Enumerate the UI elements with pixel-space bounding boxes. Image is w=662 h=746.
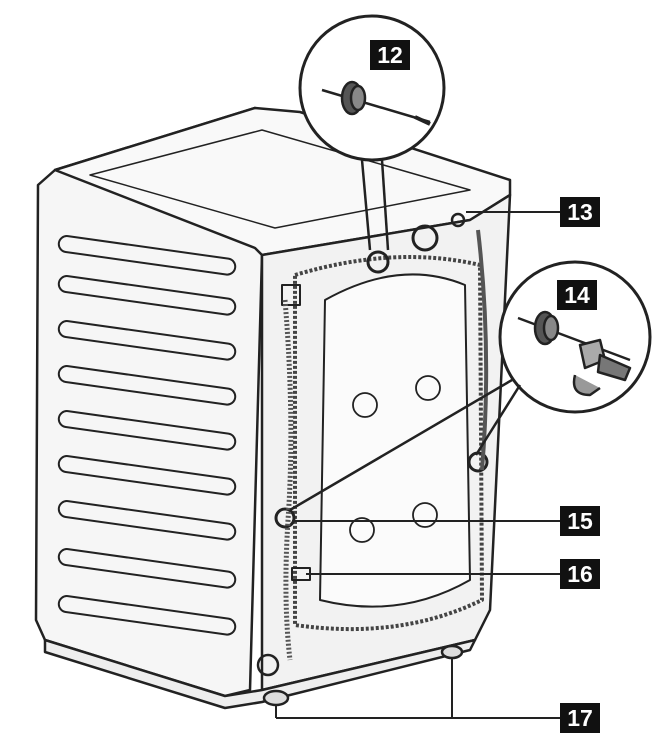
foot-front (262, 689, 290, 707)
detail-circle-12 (298, 14, 446, 162)
drain-hose (282, 299, 294, 661)
foot-rear (440, 644, 464, 660)
water-inlet (411, 224, 439, 252)
callout-15: 15 (560, 506, 600, 536)
callout-12: 12 (370, 40, 410, 70)
callout-17: 17 (560, 703, 600, 733)
transport-bolt-left (274, 507, 296, 529)
transport-bolt-top (366, 250, 390, 274)
callout-14: 14 (557, 280, 597, 310)
callout-16: 16 (560, 559, 600, 589)
drum-outline (319, 273, 471, 608)
cabinet-base (43, 638, 477, 710)
callout-13: 13 (560, 197, 600, 227)
